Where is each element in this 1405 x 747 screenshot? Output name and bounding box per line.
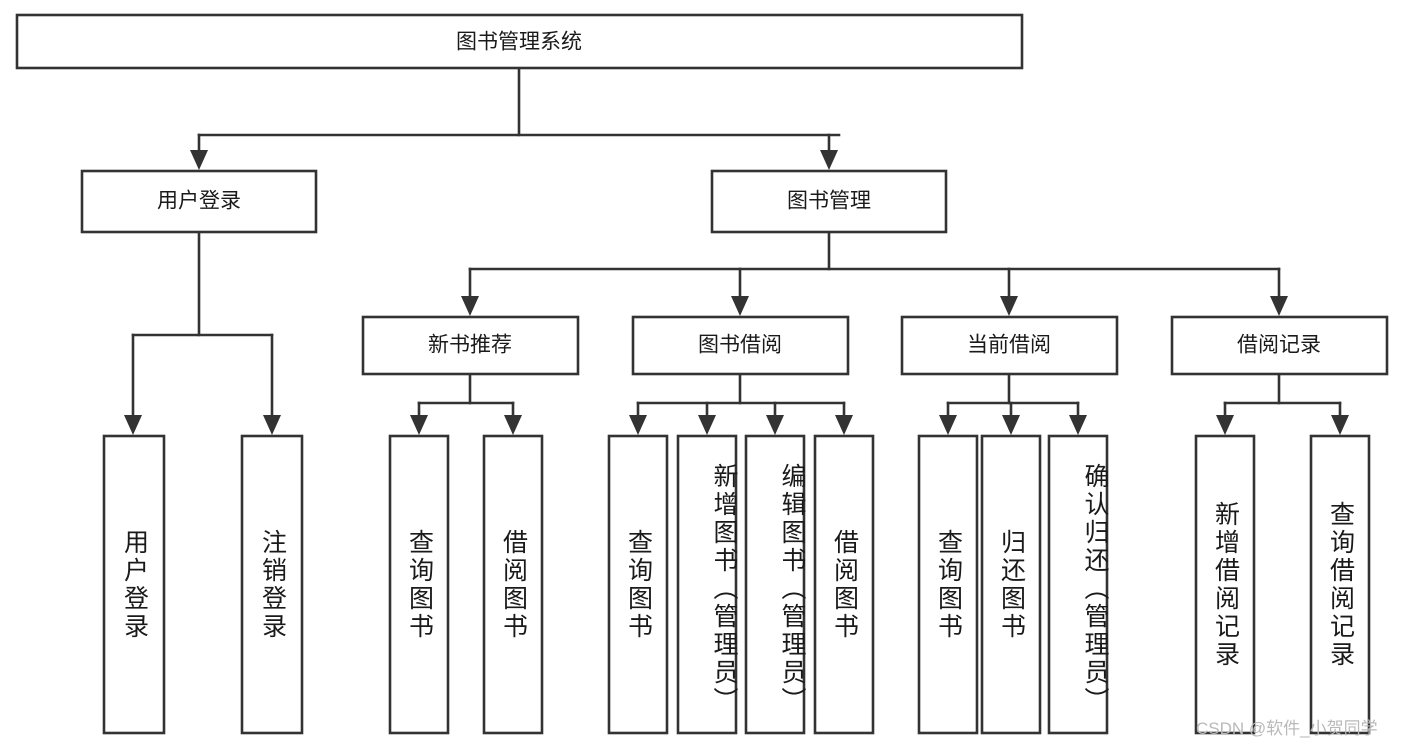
node-book-management[interactable]: 图书管理 <box>710 169 948 234</box>
connector-userlogin-to-leaves <box>124 230 281 435</box>
leaf-label-borrow-book-2: 借阅图书 <box>830 528 859 641</box>
node-new-book-recommend[interactable]: 新书推荐 <box>361 315 580 376</box>
arrow-head-leaf-confirm-return-admin <box>1069 415 1087 435</box>
node-root-label: 图书管理系统 <box>456 31 582 54</box>
leaf-box-confirm-return-admin[interactable] <box>1047 434 1109 735</box>
node-user-login-box[interactable] <box>80 169 318 234</box>
node-root-box[interactable] <box>15 13 1024 70</box>
arrow-head-book-management <box>820 150 838 170</box>
connector-bookborrow-to-leaves <box>629 372 853 435</box>
node-book-borrow-box[interactable] <box>631 315 850 376</box>
leaf-box-query-book-2[interactable] <box>607 434 669 735</box>
arrow-head-borrow-record <box>1270 296 1288 316</box>
leaf-label-add-borrow-record: 新增借阅记录 <box>1211 500 1240 669</box>
arrow-head-leaf-query-book-2 <box>629 415 647 435</box>
node-new-book-recommend-label: 新书推荐 <box>428 334 512 357</box>
node-book-borrow-label: 图书借阅 <box>698 334 782 357</box>
node-user-login[interactable]: 用户登录 <box>80 169 318 234</box>
connector-root-to-level2 <box>190 66 841 170</box>
arrow-head-new-book-recommend <box>461 296 479 316</box>
leaf-box-query-book-1[interactable] <box>388 434 450 735</box>
leaf-boxes <box>102 434 1371 735</box>
node-current-borrow-box[interactable] <box>900 315 1119 376</box>
arrow-head-leaf-borrow-book-1 <box>504 415 522 435</box>
arrow-head-leaf-logout-login <box>263 415 281 435</box>
node-book-management-box[interactable] <box>710 169 948 234</box>
leaf-label-user-login: 用户登录 <box>120 528 149 641</box>
node-borrow-record-box[interactable] <box>1170 315 1389 376</box>
node-borrow-record[interactable]: 借阅记录 <box>1170 315 1389 376</box>
leaf-box-query-book-3[interactable] <box>917 434 979 735</box>
node-current-borrow[interactable]: 当前借阅 <box>900 315 1119 376</box>
leaf-box-query-borrow-record[interactable] <box>1309 434 1371 735</box>
arrow-head-book-borrow <box>731 296 749 316</box>
arrow-head-leaf-query-book-1 <box>410 415 428 435</box>
leaf-label-confirm-return-admin: 确认归还（管理员） <box>1081 462 1109 715</box>
arrow-head-leaf-borrow-book-2 <box>835 415 853 435</box>
leaf-box-borrow-book-1[interactable] <box>482 434 544 735</box>
leaf-box-logout-login[interactable] <box>240 434 304 735</box>
leaf-box-add-borrow-record[interactable] <box>1194 434 1256 735</box>
arrow-head-leaf-add-book-admin <box>698 415 716 435</box>
arrow-head-leaf-add-borrow-record <box>1216 415 1234 435</box>
leaf-label-query-book-2: 查询图书 <box>624 528 653 641</box>
arrow-head-leaf-user-login <box>124 415 142 435</box>
arrow-head-leaf-query-book-3 <box>939 415 957 435</box>
connector-newbook-to-leaves <box>410 372 522 435</box>
node-book-management-label: 图书管理 <box>787 190 871 213</box>
leaf-label-logout-login: 注销登录 <box>258 528 287 641</box>
node-user-login-label: 用户登录 <box>157 190 241 213</box>
connector-bookmgmt-to-level3 <box>461 230 1288 316</box>
connector-borrowrecord-to-leaves <box>1216 372 1349 435</box>
node-root[interactable]: 图书管理系统 <box>15 13 1024 70</box>
arrow-head-leaf-query-borrow-record <box>1331 415 1349 435</box>
node-current-borrow-label: 当前借阅 <box>967 334 1051 357</box>
leaf-label-edit-book-admin: 编辑图书（管理员） <box>778 462 806 715</box>
leaf-box-return-book[interactable] <box>980 434 1042 735</box>
leaf-label-query-book-1: 查询图书 <box>405 528 434 641</box>
connector-currentborrow-to-leaves <box>939 372 1087 435</box>
arrow-head-leaf-return-book <box>1002 415 1020 435</box>
leaf-box-borrow-book-2[interactable] <box>813 434 875 735</box>
leaf-label-query-book-3: 查询图书 <box>934 528 963 641</box>
leaf-box-add-book-admin[interactable] <box>676 434 738 735</box>
leaf-box-user-login[interactable] <box>102 434 166 735</box>
node-borrow-record-label: 借阅记录 <box>1237 334 1321 357</box>
leaf-label-borrow-book-1: 借阅图书 <box>499 528 528 641</box>
leaf-box-edit-book-admin[interactable] <box>744 434 806 735</box>
node-new-book-recommend-box[interactable] <box>361 315 580 376</box>
leaf-label-return-book: 归还图书 <box>997 528 1026 641</box>
leaf-label-query-borrow-record: 查询借阅记录 <box>1326 500 1355 669</box>
leaf-label-add-book-admin: 新增图书（管理员） <box>710 462 738 715</box>
arrow-head-leaf-edit-book-admin <box>766 415 784 435</box>
csdn-watermark: CSDN @软件_小贺同学 <box>1196 719 1378 738</box>
arrow-head-current-borrow <box>1000 296 1018 316</box>
arrow-head-user-login <box>190 150 208 170</box>
node-book-borrow[interactable]: 图书借阅 <box>631 315 850 376</box>
